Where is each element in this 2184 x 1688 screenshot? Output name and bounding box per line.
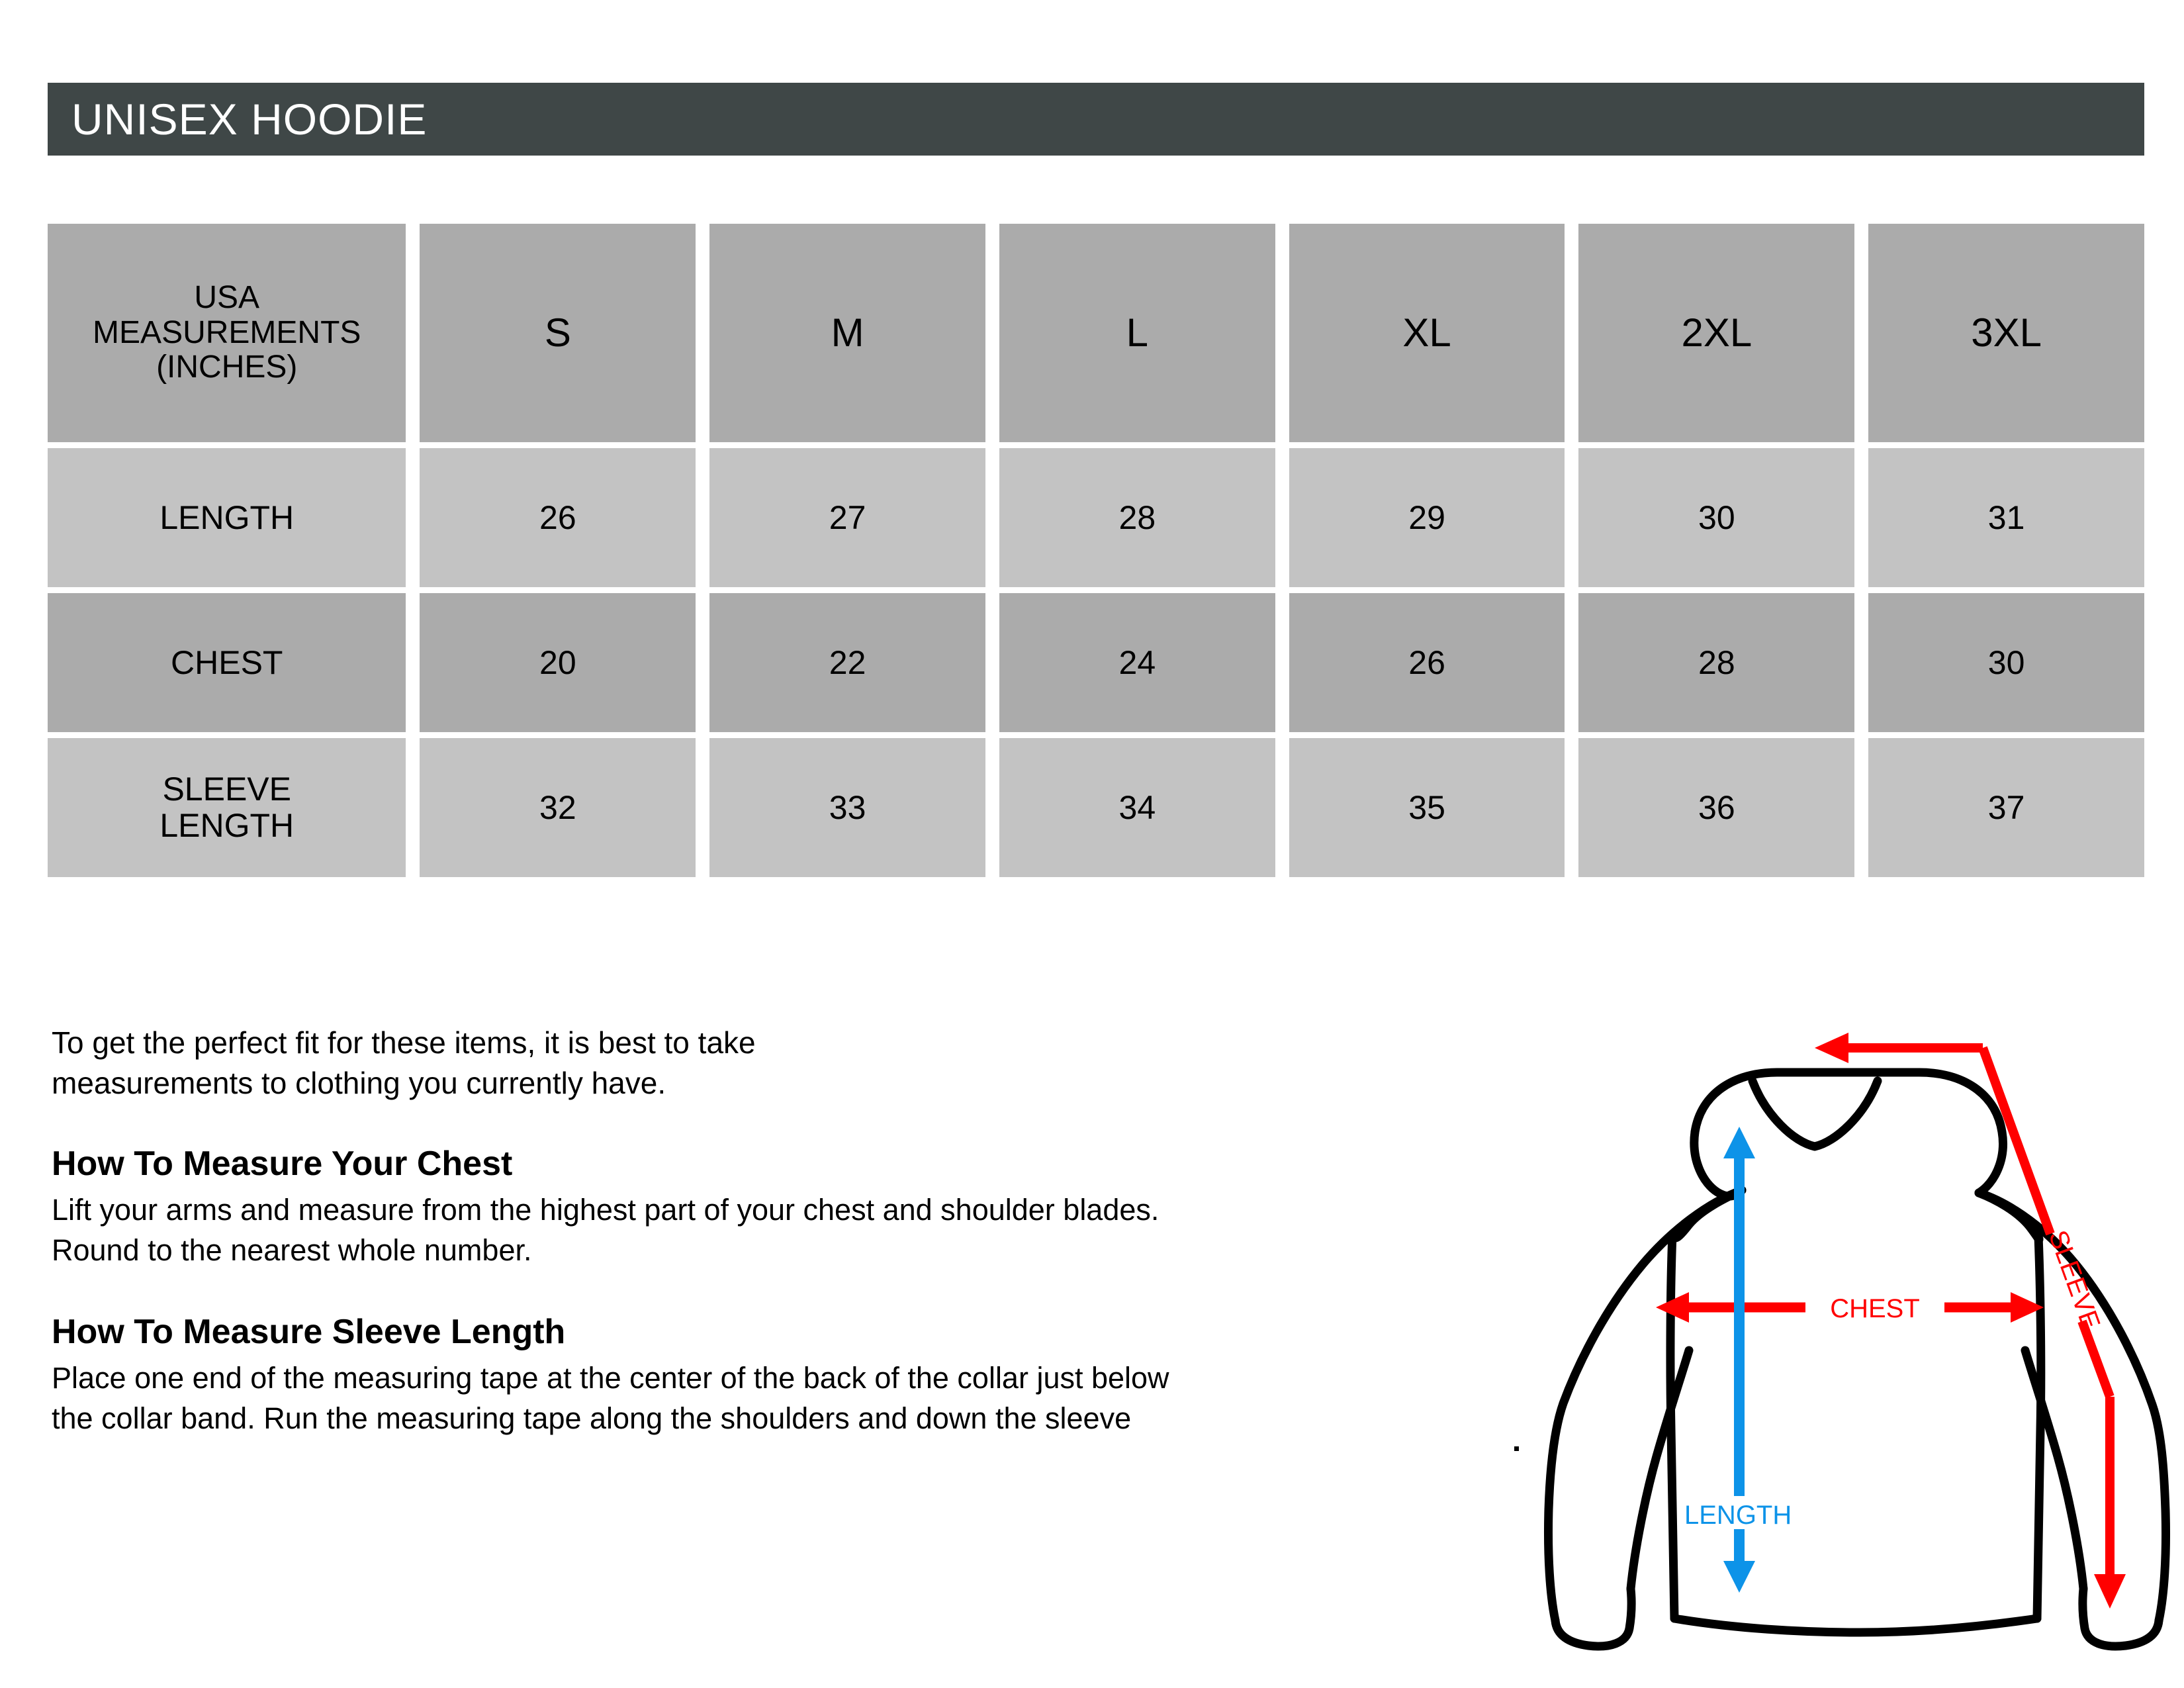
cell-sleeve-2xl: 36 [1578,738,1855,877]
chest-line-2: Round to the nearest whole number. [52,1233,532,1268]
row-label-chest: CHEST [48,593,406,732]
intro-line-1: To get the perfect fit for these items, … [52,1025,756,1060]
chest-label: CHEST [1830,1294,1920,1323]
sleeve-label-line-1: SLEEVE [162,771,292,808]
cell-length-s: 26 [420,448,696,587]
chest-measure-arrow: CHEST [1656,1292,2044,1323]
measurement-instructions: To get the perfect fit for these items, … [52,1023,1508,1438]
page-title-bar: UNISEX HOODIE [48,83,2144,156]
corner-label-line-1: USA [194,279,260,315]
intro-line-2: measurements to clothing you currently h… [52,1065,666,1100]
sleeve-section-heading: How To Measure Sleeve Length [52,1312,566,1351]
chest-section-heading: How To Measure Your Chest [52,1145,513,1184]
table-row: LENGTH 26 27 28 29 30 31 [48,448,2144,587]
sleeve-label: SLEEVE [2043,1227,2106,1333]
cell-chest-2xl: 28 [1578,593,1855,732]
length-label: LENGTH [1684,1501,1792,1530]
chest-line-1: Lift your arms and measure from the high… [52,1193,1160,1227]
cell-length-3xl: 31 [1868,448,2144,587]
cell-sleeve-xl: 35 [1289,738,1565,877]
length-measure-arrow: LENGTH [1684,1127,1792,1593]
cell-length-m: 27 [709,448,985,587]
sleeve-section-paragraph: Place one end of the measuring tape at t… [52,1358,1508,1439]
cell-length-2xl: 30 [1578,448,1855,587]
table-corner-label: USA MEASUREMENTS (INCHES) [48,224,406,442]
table-row: SLEEVE LENGTH 32 33 34 35 36 37 [48,738,2144,877]
cell-sleeve-3xl: 37 [1868,738,2144,877]
cell-chest-3xl: 30 [1868,593,2144,732]
cell-chest-s: 20 [420,593,696,732]
hoodie-outline-icon [1543,1068,2171,1651]
corner-label-line-3: (INCHES) [156,350,298,385]
cell-chest-m: 22 [709,593,985,732]
sleeve-label-line-2: LENGTH [159,807,295,844]
page-title: UNISEX HOODIE [71,95,428,144]
hoodie-measurement-diagram: CHEST LENGTH SLEEVE [1516,1006,2184,1688]
size-header-m: M [709,224,985,442]
size-header-s: S [420,224,696,442]
cell-length-xl: 29 [1289,448,1565,587]
size-chart-table: USA MEASUREMENTS (INCHES) S M L XL 2XL 3… [48,224,2144,877]
cell-sleeve-l: 34 [999,738,1275,877]
size-header-3xl: 3XL [1868,224,2144,442]
row-label-length: LENGTH [48,448,406,587]
row-label-sleeve-length: SLEEVE LENGTH [48,738,406,877]
size-header-l: L [999,224,1275,442]
size-header-xl: XL [1289,224,1565,442]
table-header-row: USA MEASUREMENTS (INCHES) S M L XL 2XL 3… [48,224,2144,442]
sleeve-line-2: the collar band. Run the measuring tape … [52,1401,1132,1435]
cell-chest-xl: 26 [1289,593,1565,732]
chest-section-paragraph: Lift your arms and measure from the high… [52,1190,1508,1271]
stray-dot-artifact [1514,1446,1519,1451]
cell-sleeve-s: 32 [420,738,696,877]
sleeve-line-1: Place one end of the measuring tape at t… [52,1360,1169,1395]
table-row: CHEST 20 22 24 26 28 30 [48,593,2144,732]
cell-chest-l: 24 [999,593,1275,732]
corner-label-line-2: MEASUREMENTS [93,314,361,350]
cell-sleeve-m: 33 [709,738,985,877]
size-header-2xl: 2XL [1578,224,1855,442]
cell-length-l: 28 [999,448,1275,587]
intro-paragraph: To get the perfect fit for these items, … [52,1023,1508,1103]
